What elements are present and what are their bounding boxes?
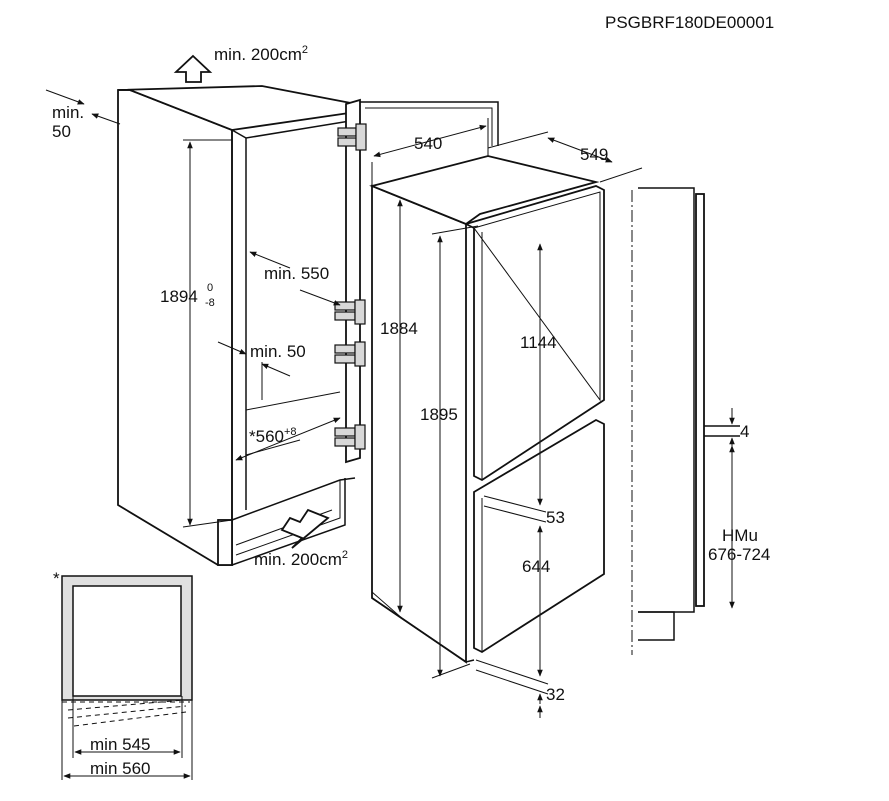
door-panel-outline [360, 101, 499, 146]
bottom-offset: 32 [546, 685, 565, 704]
side-gap: 4 [740, 422, 749, 441]
vent-top-sup: 2 [302, 44, 308, 56]
inset-min-outer: min 560 [90, 759, 150, 778]
niche-height-tol-upper: 0 [207, 282, 213, 294]
clearance-top-line2: 50 [52, 122, 71, 141]
svg-text:min. 200cm2: min. 200cm2 [214, 44, 308, 64]
niche-depth-min: min. 550 [264, 264, 329, 283]
right-arrow-icon [280, 508, 330, 549]
hinge-icon-middle-1 [334, 299, 366, 325]
inset-marker: * [53, 569, 60, 588]
appliance-width: 540 [414, 134, 442, 153]
upper-door-height: 1144 [520, 333, 557, 352]
hmu-range: 676-724 [708, 545, 770, 564]
vent-bottom-label: min. 200cm [254, 550, 342, 569]
hinge-icon-middle-2 [334, 341, 366, 367]
clearance-top-line1: min. [52, 103, 84, 122]
niche-height: 1894 [160, 287, 198, 306]
niche-side-gap: min. 50 [250, 342, 306, 361]
vent-bottom-sup: 2 [342, 549, 348, 561]
lower-door-height: 644 [522, 557, 550, 576]
inset-min-inner: min 545 [90, 735, 150, 754]
hmu-label: HMu [722, 526, 758, 545]
appliance-body-height: 1884 [380, 319, 418, 338]
appliance-depth: 549 [580, 145, 608, 164]
niche-width: *560 [249, 427, 284, 446]
svg-text:min. 200cm2: min. 200cm2 [254, 549, 348, 569]
appliance-total-height: 1895 [420, 405, 458, 424]
model-code: PSGBRF180DE00001 [605, 13, 774, 32]
side-detail [631, 187, 740, 655]
niche-width-tol: +8 [284, 426, 297, 438]
hinge-icon-upper [337, 123, 367, 151]
niche-height-tol-lower: -8 [205, 297, 215, 309]
svg-text:*560+8: *560+8 [249, 426, 297, 446]
door-gap: 53 [546, 508, 565, 527]
inset-detail [61, 575, 193, 780]
appliance-body [369, 155, 605, 664]
niche-cabinet [117, 85, 361, 566]
vent-top-label: min. 200cm [214, 45, 302, 64]
up-arrow-icon [173, 54, 213, 83]
